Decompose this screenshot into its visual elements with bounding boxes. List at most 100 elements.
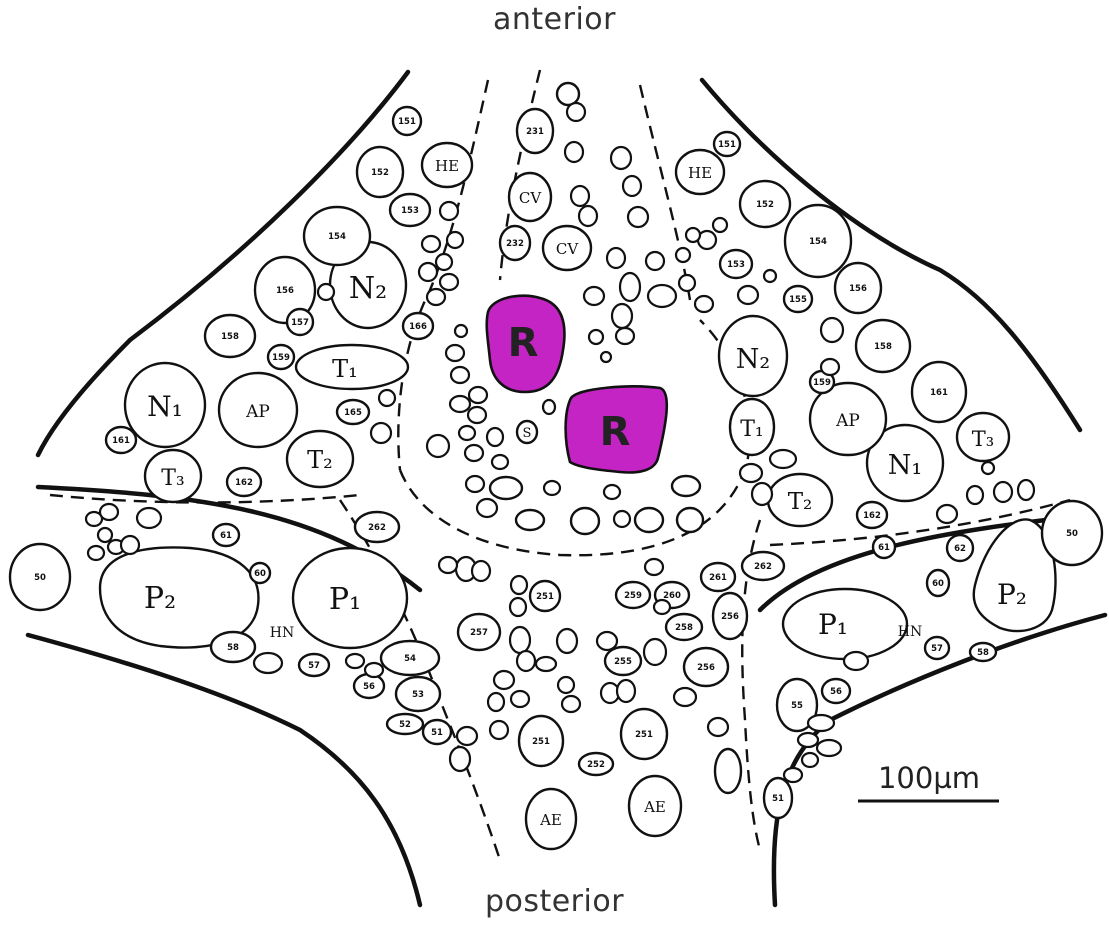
neuron-he-right: HE [676, 150, 724, 194]
svg-text:54: 54 [404, 654, 416, 664]
svg-text:166: 166 [409, 322, 427, 332]
svg-text:60: 60 [254, 569, 266, 579]
svg-text:154: 154 [809, 237, 827, 247]
neuron-153: 153 [390, 194, 430, 226]
scale-bar-label: 100µm [878, 761, 980, 795]
svg-text:55: 55 [791, 701, 803, 711]
neuron-151-right: 151 [714, 132, 740, 156]
neuron-label: T₂ [788, 489, 813, 515]
svg-text:259: 259 [624, 591, 642, 601]
neuron-p1-right: P₁ [783, 589, 907, 659]
neuron-cv-upper: CV [509, 173, 551, 221]
scale-bar-group: 100µm [858, 761, 999, 801]
svg-text:262: 262 [368, 523, 386, 533]
neuron-he-left: HE [422, 143, 472, 187]
svg-text:58: 58 [227, 643, 239, 653]
neuron-151: 151 [393, 107, 421, 135]
neuron-ae-right: AE [629, 776, 681, 836]
neuron-t2-left: T₂ [287, 431, 353, 487]
neuron-label: AP [245, 402, 270, 422]
neuron-54: 53 [396, 677, 440, 711]
neuron-152: 152 [357, 147, 403, 197]
svg-text:156: 156 [849, 284, 867, 294]
svg-text:60: 60 [932, 579, 944, 589]
neuron-162-right: 162 [857, 502, 887, 528]
svg-text:56: 56 [830, 687, 842, 697]
neuron-207 [516, 510, 544, 530]
neuron-label: N₂ [349, 271, 387, 306]
neuron-label: P₁ [329, 582, 361, 617]
svg-text:159: 159 [813, 378, 831, 388]
neuron-label: P₂ [997, 578, 1027, 611]
svg-text:161: 161 [930, 388, 948, 398]
neuron-label: T₃ [161, 466, 185, 491]
neuron-50-right: 50 [1042, 501, 1102, 565]
neuron-58-right: 57 [925, 637, 949, 659]
svg-text:57: 57 [308, 661, 320, 671]
svg-text:51: 51 [431, 728, 443, 738]
neuron-cv-lower: CV [543, 226, 591, 270]
svg-text:53: 53 [412, 690, 424, 700]
svg-text:151: 151 [398, 117, 416, 127]
svg-text:153: 153 [401, 206, 419, 216]
svg-text:51: 51 [772, 794, 784, 804]
neuron-154: 154 [304, 207, 370, 265]
neuron-label: N₂ [736, 344, 770, 375]
neuron-161-right: 161 [912, 362, 966, 422]
neuron-61-right: 60 [927, 570, 949, 596]
svg-text:154: 154 [328, 232, 346, 242]
svg-text:50: 50 [34, 573, 46, 583]
neuron-t2-right: T₂ [768, 474, 832, 526]
neuron-62-right: 61 [873, 536, 895, 558]
svg-text:161: 161 [112, 436, 130, 446]
neuron-label: HE [688, 164, 712, 182]
neuron-51-right: 51 [764, 778, 792, 818]
neuron-label: N₁ [888, 450, 922, 481]
svg-text:152: 152 [371, 168, 389, 178]
neuron-53: 52 [387, 714, 423, 734]
svg-text:251: 251 [635, 730, 653, 740]
neuron-t1-left: T₁ [296, 345, 408, 389]
neuron-label: P₂ [144, 581, 176, 616]
neuron-154-right: 154 [785, 205, 851, 277]
neuron-203 [677, 508, 703, 532]
svg-text:153: 153 [727, 260, 745, 270]
neuron-205 [635, 508, 663, 532]
svg-text:262: 262 [754, 562, 772, 572]
neuron-201 [672, 476, 700, 496]
neuron-153-right: 153 [720, 250, 752, 278]
svg-text:56: 56 [363, 682, 375, 692]
neuron-label: AP [835, 411, 860, 431]
neuron-n2-right: N₂ [719, 316, 787, 396]
svg-text:257: 257 [470, 628, 488, 638]
svg-text:151: 151 [718, 140, 736, 150]
svg-text:251: 251 [536, 592, 554, 602]
neuron-251a: 251 [530, 581, 560, 611]
neuron-251b: 251 [621, 709, 667, 759]
neuron-259: 257 [458, 614, 500, 650]
svg-text:256: 256 [721, 612, 739, 622]
neuron-label: T₃ [972, 427, 994, 451]
svg-text:157: 157 [291, 318, 309, 328]
svg-text:256: 256 [697, 663, 715, 673]
neuron-n1-left: N₁ [125, 363, 205, 447]
neuron-232: 232 [500, 226, 530, 260]
neuron-50-left: 50 [10, 544, 70, 610]
svg-text:50: 50 [1066, 529, 1078, 539]
neuron-158-right: 158 [856, 320, 910, 372]
neuron-261: 259 [616, 582, 650, 608]
neuron-260: 258 [666, 614, 702, 640]
neuron-161: 161 [106, 427, 136, 453]
neuron-t3-left: T₃ [145, 450, 201, 502]
neuron-label: T₁ [332, 355, 358, 383]
neuron-p1-left: P₁ [293, 548, 407, 648]
neuron-57-right: 56 [822, 679, 850, 703]
neuron-label: N₁ [147, 390, 183, 423]
neuron-label: S [523, 426, 532, 441]
hn-label-left: HN [270, 625, 294, 641]
neuron-s: S [517, 421, 537, 443]
neuron-label: CV [556, 240, 579, 258]
neuron-t1-right: T₁ [730, 399, 774, 455]
svg-text:61: 61 [220, 531, 232, 541]
